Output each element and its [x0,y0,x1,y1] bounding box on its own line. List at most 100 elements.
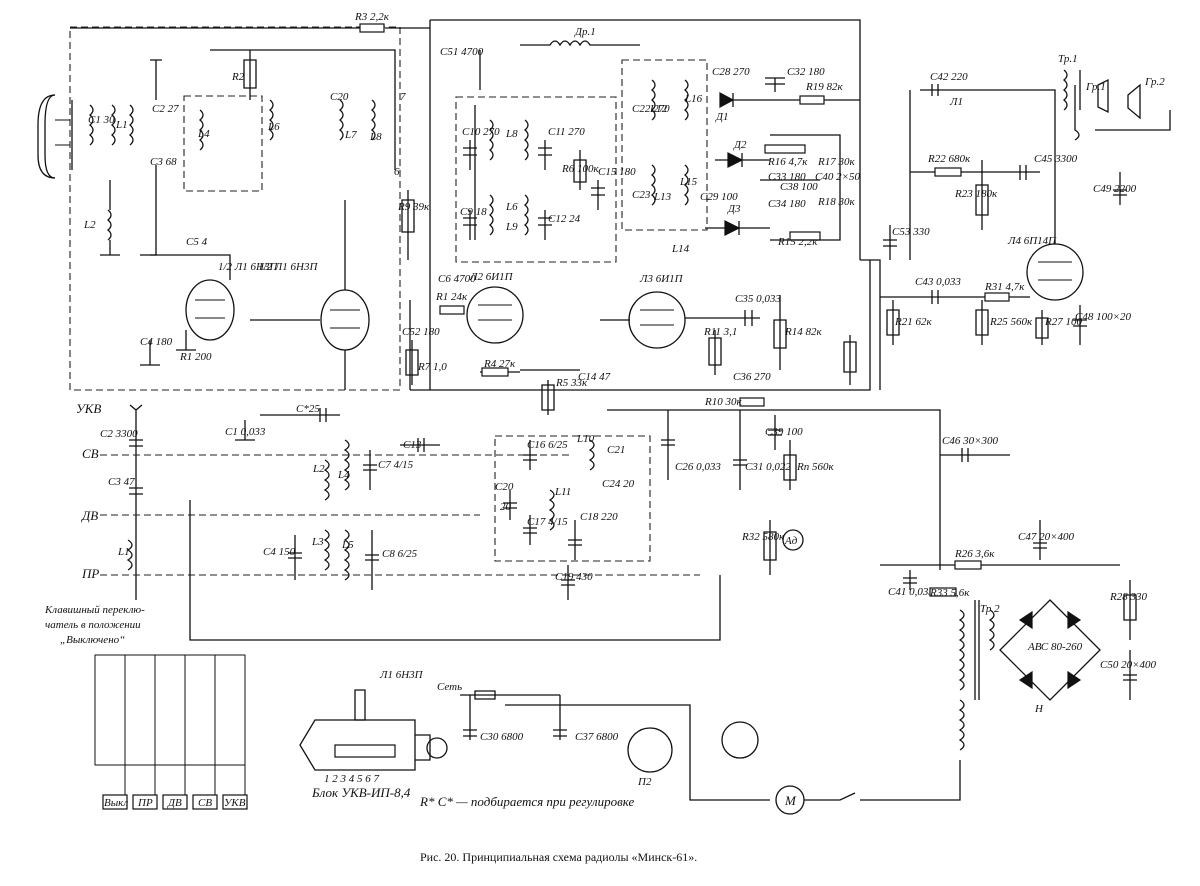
fm-antenna [38,95,70,178]
label-c13: С13 [403,439,422,451]
label-l11: L11 [554,486,571,498]
label-rp: Rп 560к [796,461,834,473]
label-c11: С11 270 [548,126,585,138]
label-c32: С32 180 [787,66,825,78]
tube-l2-label: Л2 6И1П [469,271,514,283]
label-l7-prime: L7 [344,129,357,141]
label-c7: С7 4/15 [378,459,414,471]
switch-title-1: Клавишный переклю- [44,604,145,616]
label-l2-prime: L2 [83,219,96,231]
label-c2-prime: С2 27 [152,103,179,115]
label-d3: Д3 [727,203,741,215]
label-l9: L9 [505,221,518,233]
label-l12: L12 [649,103,668,115]
tube-l2: Л2 6И1П R1 24к С6 4700 [435,271,523,343]
label-c45: С45 3300 [1034,153,1078,165]
label-r25: R25 560к [989,316,1033,328]
label-l14: L14 [671,243,690,255]
label-c28: С28 270 [712,66,750,78]
label-r6: R6 100к [561,163,599,175]
label-c20: С20 [495,481,514,493]
label-c47: С47 20×400 [1018,531,1075,543]
label-c52: С52 180 [402,326,440,338]
label-l8: L8 [505,128,518,140]
label-r10: R10 30к [704,396,742,408]
band-sv: СВ [82,446,99,461]
band-dv: ДВ [80,508,98,523]
label-c5-prime: С5 4 [186,236,208,248]
ratio-detector: Д1 С32 180 R19 82к Д2 Д3 R16 4,7к С33 18… [705,66,861,248]
label-c6: С6 4700 [438,273,476,285]
label-tr1: Тр.1 [1058,53,1078,65]
mid-wires: R4 27к R5 33к С14 47 R7 1,0 С52 180 [402,260,940,570]
label-r23: R23 180к [954,188,998,200]
label-l6: L6 [505,201,518,213]
switch-key-dv: ДВ [167,797,182,809]
label-c9: С9 18 [460,206,487,218]
label-c49: С49 2200 [1093,183,1137,195]
label-r17: R17 30к [817,156,855,168]
motor-label: М [784,793,797,808]
label-l5: L5 [341,539,354,551]
label-l4-prime: L4 [197,128,210,140]
label-r33: R33 5,6к [929,587,970,599]
label-l16: L16 [684,93,703,105]
label-gr1: Гр.1 [1085,81,1106,93]
label-c46: С46 30×300 [942,435,999,447]
label-l15: L15 [679,176,698,188]
tuning-note: R* C* — подбирается при регулировке [419,794,634,809]
ukv-block-drawing: Л1 6Н3П 1 2 3 4 5 6 7 Блок УКВ-ИП-8,4 [300,669,447,800]
if-block-l2: С10 270 L8 С11 270 С9 18 L6 L9 С12 24 R6… [456,50,636,262]
label-c4: С4 150 [263,546,296,558]
label-c10: С10 270 [462,126,500,138]
tube-l3-label: Л3 6И1П [639,273,684,285]
power-supply: С46 30×300 С47 20×400 R26 3,6к С41 0,033… [880,435,1157,750]
label-l3: L3 [311,536,324,548]
label-c15: С15 180 [598,166,636,178]
rf-input-section: С2 3300 СВ С3 47 ДВ L1 ПР С*25 С1 0,033 … [80,403,720,640]
label-c12: С12 24 [548,213,581,225]
label-c53: С53 330 [892,226,930,238]
output-stage: Л4 6П14П С42 220 Л1 R22 680к С45 3300 R2… [880,53,1170,345]
label-p2: П2 [637,776,652,788]
label-l10: L10 [576,433,595,445]
switch-key-ukv: УКВ [224,797,246,809]
label-c8: С8 6/25 [382,548,418,560]
ukv-rf-coils: L4 R2 L6 С20 L7 L8 7 6 [197,50,406,178]
label-r7: R7 1,0 [417,361,447,373]
label-r4: R4 27к [483,358,516,370]
label-c36: С36 270 [733,371,771,383]
label-c18: С18 220 [580,511,618,523]
label-c29: С29 100 [700,191,738,203]
label-l6-prime: L6 [267,121,280,133]
band-switch: Клавишный переклю- чатель в положении „В… [44,604,247,809]
label-r32: R32 580к [741,531,785,543]
label-d1: Д1 [715,111,729,123]
label-c39: С39 100 [765,426,803,438]
switch-key-pr: ПР [137,797,153,809]
label-l13: L13 [653,191,672,203]
ukv-tube-right: 1/2 Л1 6Н3П [250,200,369,390]
label-r22: R22 680к [927,153,971,165]
label-c37: С37 6800 [575,731,619,743]
label-c34: С34 180 [768,198,806,210]
label-c4-prime: С4 180 [140,336,173,348]
ukv-tube-right-label: 1/2 Л1 6Н3П [258,261,318,273]
switch-key-off: Выкл [104,797,129,809]
label-c21: С21 [607,444,625,456]
oscillator-section: С16 6/25 L10 С21 L11 С20 20 С24 20 С17 4… [495,410,834,600]
switch-title-3: „Выключено“ [60,634,125,646]
node-l1-marker: Л1 [949,96,963,108]
label-c3-prime: С3 68 [150,156,177,168]
ukv-block-title: Блок УКВ-ИП-8,4 [311,785,411,800]
switch-title-2: чатель в положении [45,619,141,631]
label-c1-prime: С1 30 [88,114,115,126]
label-dr1: Др.1 [574,26,596,38]
label-r1: R1 24к [435,291,468,303]
label-r21: R21 62к [894,316,932,328]
label-r3: R3 2,2к [354,11,390,23]
label-c48: С48 100×20 [1075,311,1132,323]
label-c23: С23 [632,189,651,201]
label-r26: R26 3,6к [954,548,995,560]
